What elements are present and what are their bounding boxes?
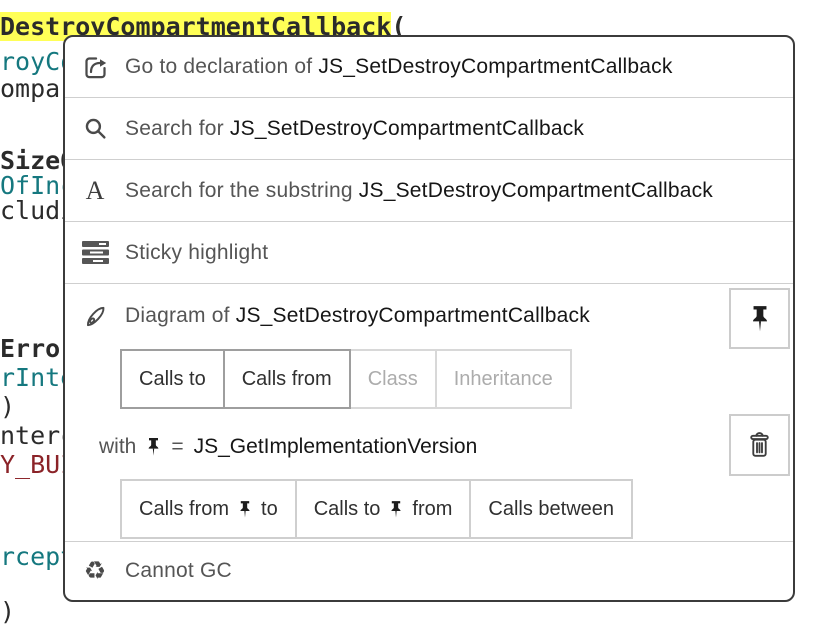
menu-item-sticky-highlight[interactable]: Sticky highlight bbox=[65, 221, 793, 283]
diagram-header: Diagram of JS_SetDestroyCompartmentCallb… bbox=[80, 288, 590, 344]
menu-item-label: Go to declaration of JS_SetDestroyCompar… bbox=[125, 55, 673, 78]
highlighted-symbol[interactable]: DestroyCompartmentCallback bbox=[0, 12, 392, 41]
search-icon bbox=[80, 116, 110, 141]
sticky-highlight-icon bbox=[80, 241, 110, 264]
code-line-highlighted-symbol[interactable]: DestroyCompartmentCallback( bbox=[0, 12, 407, 41]
diagram-tabs: Calls to Calls from Class Inheritance bbox=[120, 349, 572, 409]
pushpin-icon bbox=[391, 500, 401, 518]
code-fragment: Y_BUI bbox=[0, 450, 76, 479]
calls-between-button[interactable]: Calls between bbox=[469, 479, 634, 539]
code-fragment: nterc bbox=[0, 421, 76, 450]
code-fragment: rInte bbox=[0, 363, 76, 392]
diagram-section: Diagram of JS_SetDestroyCompartmentCallb… bbox=[65, 283, 793, 541]
pushpin-icon bbox=[148, 438, 159, 456]
code-fragment: ) bbox=[0, 392, 16, 421]
code-fragment: ompar bbox=[0, 74, 76, 103]
code-fragment: ) bbox=[0, 597, 16, 626]
code-fragment: rcept bbox=[0, 542, 76, 571]
recycle-icon: ♻ bbox=[83, 556, 107, 585]
menu-item-label: Cannot GC bbox=[125, 559, 232, 582]
menu-item-search[interactable]: Search for JS_SetDestroyCompartmentCallb… bbox=[65, 97, 793, 159]
pinned-symbol-row: with = JS_GetImplementationVersion bbox=[99, 431, 477, 463]
menu-item-label: Search for JS_SetDestroyCompartmentCallb… bbox=[125, 116, 585, 140]
equals-sign: = bbox=[171, 435, 184, 458]
code-fragment: Error bbox=[0, 334, 76, 363]
calls-to-pin-from-button[interactable]: Calls to from bbox=[294, 479, 472, 539]
menu-item-go-to-declaration[interactable]: Go to declaration of JS_SetDestroyCompar… bbox=[65, 37, 793, 97]
menu-item-cannot-gc[interactable]: ♻ Cannot GC bbox=[65, 541, 793, 600]
class-button: Class bbox=[348, 349, 437, 409]
calls-from-button[interactable]: Calls from bbox=[222, 349, 351, 409]
unpin-symbol-button[interactable] bbox=[729, 414, 790, 476]
code-fragment: cludi bbox=[0, 196, 76, 225]
pinned-diagram-buttons: Calls from to Calls to from Calls betwee… bbox=[120, 479, 634, 539]
code-fragment: OfInc bbox=[0, 171, 76, 200]
pushpin-icon bbox=[752, 305, 767, 331]
go-to-declaration-icon bbox=[80, 54, 110, 81]
calls-from-pin-to-button[interactable]: Calls from to bbox=[120, 479, 297, 539]
pinned-symbol-name: JS_GetImplementationVersion bbox=[193, 435, 478, 458]
code-paren: ( bbox=[391, 12, 407, 41]
inheritance-button: Inheritance bbox=[434, 349, 572, 409]
code-fragment: royCo bbox=[0, 47, 76, 76]
code-fragment: SizeO bbox=[0, 146, 76, 175]
calls-to-button[interactable]: Calls to bbox=[120, 349, 225, 409]
trash-icon bbox=[750, 431, 769, 457]
pushpin-icon bbox=[240, 500, 250, 518]
symbol-context-menu: Go to declaration of JS_SetDestroyCompar… bbox=[63, 35, 795, 602]
substring-a-icon: A bbox=[85, 175, 105, 205]
pencil-icon bbox=[80, 303, 110, 329]
pin-symbol-button[interactable] bbox=[729, 288, 790, 349]
diagram-label: Diagram of JS_SetDestroyCompartmentCallb… bbox=[125, 304, 590, 327]
menu-item-label: Sticky highlight bbox=[125, 240, 269, 264]
with-label: with bbox=[99, 435, 137, 458]
menu-item-label: Search for the substring JS_SetDestroyCo… bbox=[125, 178, 713, 202]
menu-item-search-substring[interactable]: A Search for the substring JS_SetDestroy… bbox=[65, 159, 793, 221]
